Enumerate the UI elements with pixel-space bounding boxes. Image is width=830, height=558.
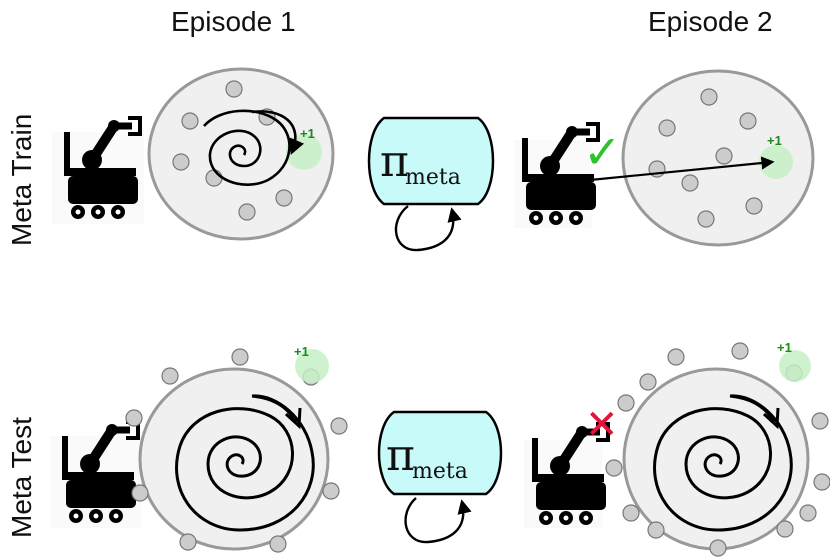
train-ep1-goal-arrow <box>251 110 305 155</box>
test-policy-symbol: π <box>386 430 415 481</box>
train-ep1-reward-label: +1 <box>300 126 315 141</box>
train-ep2-reward-label: +1 <box>767 133 782 148</box>
train-ep1-robot-icon <box>52 118 144 224</box>
episode-2-header: Episode 2 <box>648 6 773 37</box>
train-policy-symbol: π <box>380 136 409 187</box>
test-ep2-goal <box>779 350 811 382</box>
test-ep1-reward-label: +1 <box>294 344 309 359</box>
train-ep2-success-check: ✓ <box>583 125 622 179</box>
test-ep2-reward-label: +1 <box>777 340 792 355</box>
train-ep2-goal <box>759 145 793 179</box>
test-ep2-spiral-arrowhead <box>762 407 780 430</box>
train-policy-subscript: meta <box>405 165 461 190</box>
train-ep2-straight-trajectory <box>589 156 775 182</box>
test-ep1-spiral-trajectory <box>175 394 315 532</box>
train-policy-loop-arrow <box>394 205 462 252</box>
test-policy-block: π meta <box>377 410 503 496</box>
test-ep2-robot-icon <box>524 424 608 528</box>
train-ep1-obstacles <box>172 80 293 221</box>
test-ep1-arena <box>138 367 330 551</box>
test-ep1-robot-icon <box>50 422 142 528</box>
test-ep2-failure-cross: ✕ <box>585 402 619 448</box>
test-ep1-goal <box>295 349 329 383</box>
test-policy-loop-arrow <box>404 497 472 544</box>
train-ep1-spiral-trajectory <box>203 109 291 186</box>
train-policy-block: π meta <box>367 116 495 206</box>
test-ep2-spiral-trajectory <box>653 394 793 532</box>
train-ep2-robot-icon <box>514 124 598 228</box>
test-ep1-spiral-arrowhead <box>284 407 302 430</box>
episode-1-header: Episode 1 <box>171 6 296 37</box>
test-policy-subscript: meta <box>412 459 468 484</box>
